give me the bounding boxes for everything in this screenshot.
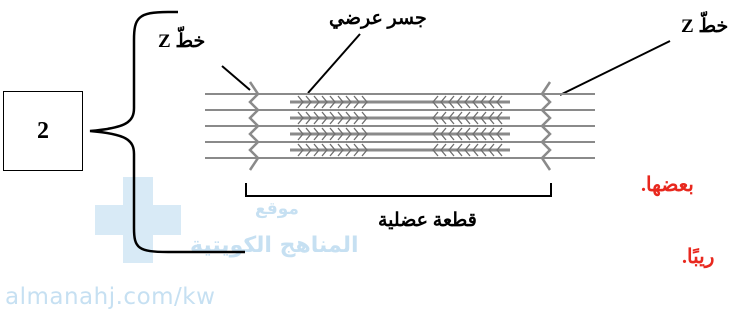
- sarcomere-label: قطعة عضلية: [378, 210, 477, 231]
- curly-brace: [89, 10, 169, 254]
- watermark-line1: موقع: [255, 199, 299, 219]
- cross-bridge-label: جسر عرضي: [329, 8, 427, 29]
- side-text-line1: بعضها.: [641, 174, 694, 196]
- bridge-pointer: [307, 33, 361, 94]
- watermark-url: almanahj.com/kw: [5, 284, 216, 310]
- z-line-left: [248, 81, 260, 171]
- cross-bridges-right: [432, 95, 503, 157]
- z-line-right-label: خطّ Z: [681, 16, 729, 37]
- box-number: 2: [37, 117, 49, 144]
- cross-bridges-left: [297, 95, 368, 157]
- watermark-logo-icon: [95, 177, 181, 263]
- number-box: 2: [3, 91, 83, 171]
- sarcomere-bracket: [245, 183, 552, 197]
- z-line-right: [540, 81, 552, 171]
- side-text-line2: ريبًا.: [682, 246, 715, 268]
- z-left-pointer: [221, 65, 251, 91]
- watermark-line2: المناهج الكويتية: [190, 233, 359, 258]
- z-line-left-label: خطّ Z: [158, 31, 206, 52]
- z-right-pointer: [559, 40, 671, 96]
